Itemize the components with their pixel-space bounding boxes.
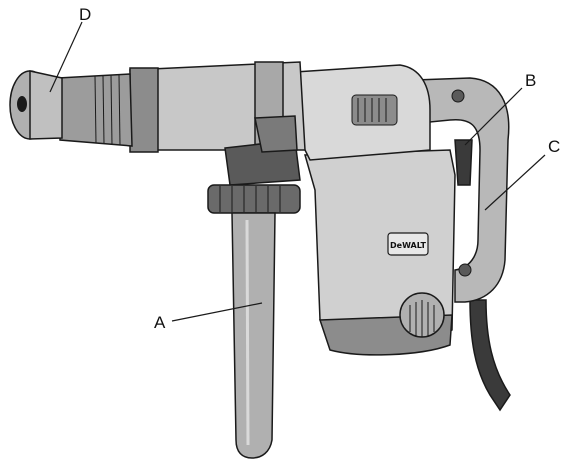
handle-screw-top <box>451 89 465 103</box>
leader-line-b <box>464 87 523 146</box>
leader-line-c <box>484 154 546 211</box>
vent-grille <box>351 94 398 126</box>
power-cord <box>469 299 511 412</box>
side-handle-bracket <box>254 115 298 153</box>
brand-logo-text: DeWALT <box>390 241 426 250</box>
trigger-switch <box>454 139 473 186</box>
callout-label-a: A <box>154 313 166 332</box>
bit-socket <box>17 96 27 112</box>
callout-label-c: C <box>548 137 560 156</box>
vent-slots <box>357 98 387 122</box>
mode-knob-ribs <box>409 300 435 337</box>
handle-screw-bottom <box>458 263 472 277</box>
side-handle-collar-ribs <box>219 186 281 212</box>
callout-label-b: B <box>525 71 536 90</box>
brand-badge: DeWALT <box>387 232 429 256</box>
side-handle-highlight <box>245 219 250 446</box>
chuck-body <box>29 70 63 140</box>
side-handle-collar <box>207 184 301 214</box>
tool-holder-grooves <box>94 74 121 146</box>
barrel-ring <box>129 67 159 153</box>
side-handle-grip <box>231 212 276 459</box>
leader-line-a <box>171 302 263 322</box>
leader-line-d <box>49 21 83 93</box>
callout-label-d: D <box>79 5 91 24</box>
rear-handle <box>413 77 510 303</box>
